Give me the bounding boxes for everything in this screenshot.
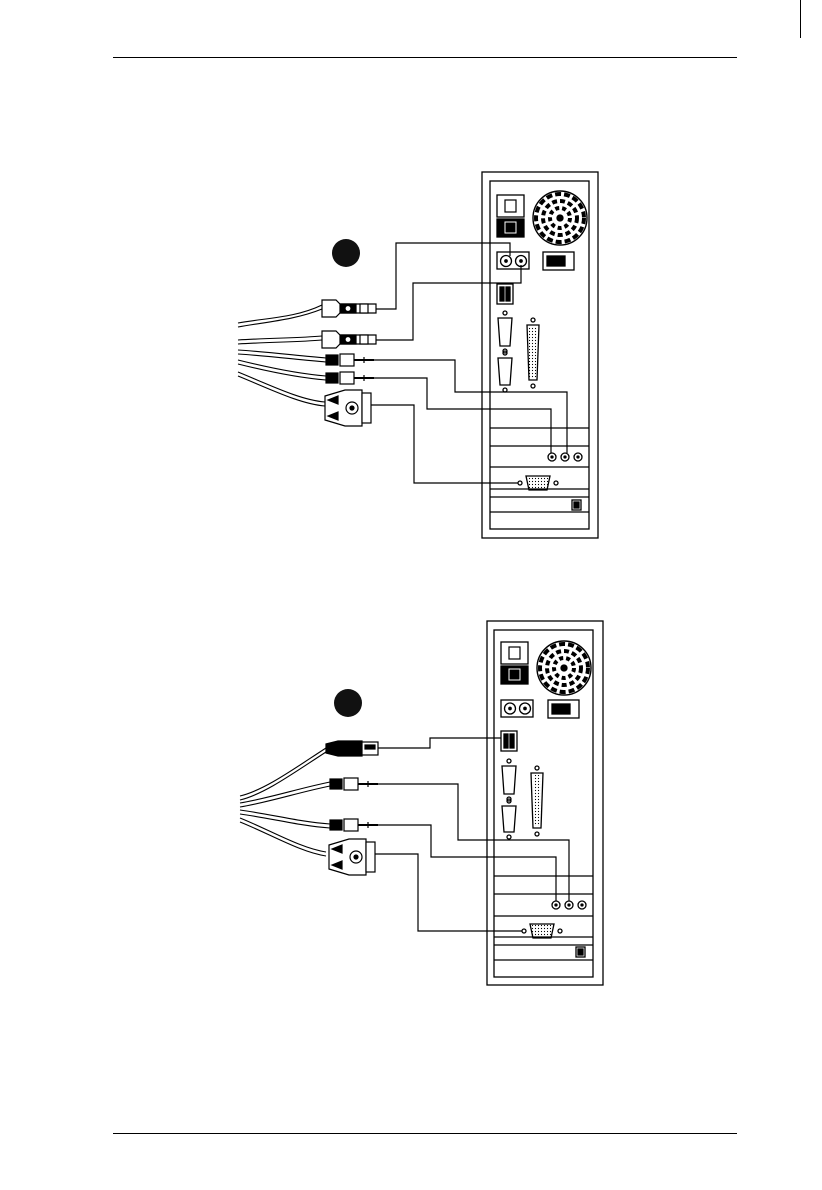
ps2-ports: [497, 252, 529, 269]
fan-icon: [537, 641, 591, 695]
serial-port-1: [502, 766, 516, 794]
vga-port: [518, 476, 558, 490]
ps2-ports: [501, 700, 533, 717]
connection-lines: [375, 738, 569, 931]
fan-icon: [533, 191, 587, 245]
ps2-keyboard-connector: [322, 300, 376, 317]
serial-port-2: [502, 806, 516, 832]
power-socket-in: [497, 195, 524, 217]
microphone-plug: [326, 372, 374, 384]
vga-port: [522, 924, 562, 938]
usb-connection-diagram: [0, 600, 822, 1020]
usb-ports: [497, 284, 513, 304]
usb-connector: [326, 741, 378, 756]
audio-jacks: [552, 901, 586, 909]
ps2-mouse-connector: [322, 331, 376, 348]
usb-ports: [501, 731, 517, 751]
vga-connector: [329, 839, 375, 875]
footer-rule: [113, 1133, 737, 1134]
ps2-connection-diagram: [0, 0, 822, 560]
step-callout: [334, 689, 362, 717]
vga-connector: [325, 390, 371, 426]
serial-port-2: [498, 358, 512, 385]
audio-jacks: [548, 453, 582, 461]
speaker-plug: [330, 778, 378, 790]
serial-port-1: [498, 318, 512, 346]
speaker-plug: [326, 354, 374, 366]
microphone-plug: [330, 819, 378, 831]
cable-bundle: [238, 305, 326, 406]
step-callout: [332, 239, 360, 267]
cable-bundle: [240, 748, 330, 856]
